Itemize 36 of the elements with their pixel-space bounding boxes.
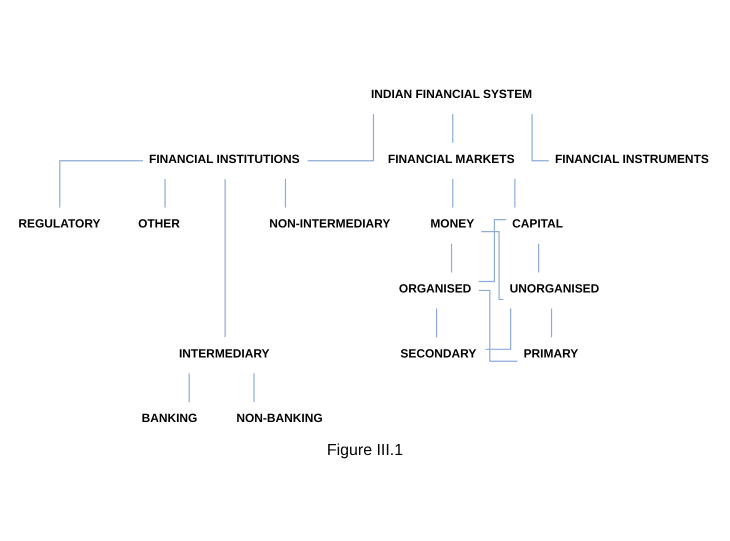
connector: [308, 114, 374, 161]
connector: [481, 230, 504, 300]
connector: [485, 308, 512, 350]
node-text: FINANCIAL INSTRUMENTS: [555, 151, 709, 166]
node-text: FINANCIAL INSTITUTIONS: [149, 151, 300, 166]
connector: [514, 178, 516, 208]
node-text: FINANCIAL MARKETS: [388, 151, 515, 166]
node-text: OTHER: [138, 216, 180, 230]
connector: [478, 218, 506, 282]
node-text: PRIMARY: [524, 346, 578, 360]
node-text: SECONDARY: [400, 346, 476, 360]
connector: [164, 178, 166, 208]
node-text: INDIAN FINANCIAL SYSTEM: [370, 86, 532, 101]
node-text: CAPITAL: [512, 216, 564, 230]
node-text: UNORGANISED: [510, 281, 600, 296]
node-text: REGULATORY: [18, 216, 101, 230]
connector: [188, 372, 190, 402]
connector: [59, 160, 144, 208]
node-text: BANKING: [142, 410, 198, 425]
node-text: MONEY: [430, 216, 474, 230]
connector: [450, 243, 452, 272]
connector: [550, 308, 552, 337]
connector: [253, 372, 255, 402]
connector: [224, 178, 226, 337]
connector: [538, 243, 540, 272]
connector: [531, 114, 549, 161]
node-text: NON-INTERMEDIARY: [269, 216, 390, 230]
node-text: NON-BANKING: [236, 410, 323, 425]
caption: Figure III.1: [326, 441, 404, 458]
connector: [284, 178, 286, 208]
connector: [478, 289, 518, 362]
connector: [436, 308, 438, 337]
connector: [452, 178, 454, 208]
node-text: ORGANISED: [398, 281, 472, 296]
node-text: INTERMEDIARY: [178, 346, 270, 360]
connector: [452, 114, 454, 142]
